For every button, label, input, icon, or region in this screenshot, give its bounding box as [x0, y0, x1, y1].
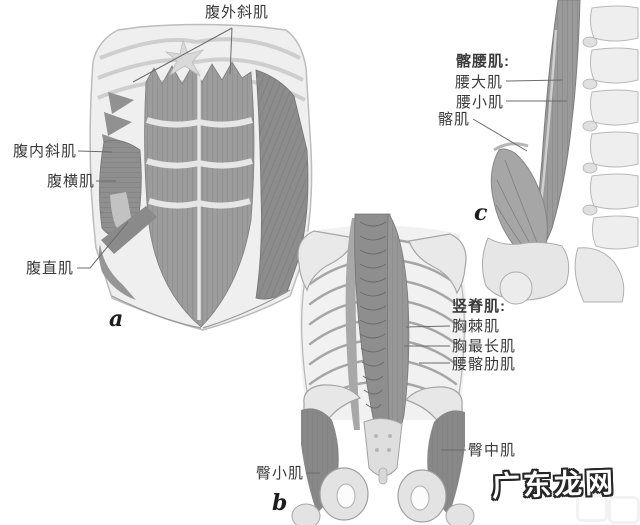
label-iliacus: 髂肌 — [438, 111, 471, 128]
faint-watermark-remnant — [576, 494, 608, 522]
label-gluteus-minimus: 臀小肌 — [256, 465, 305, 482]
faint-watermark-remnant — [608, 496, 640, 524]
label-rectus-abdominis: 腹直肌 — [26, 260, 75, 277]
label-external-oblique: 腹外斜肌 — [205, 4, 270, 21]
label-psoas-major: 腰大肌 — [455, 74, 504, 91]
label-longissimus-thoracis: 胸最长肌 — [452, 338, 517, 355]
figure-b-back-illustration — [291, 213, 475, 525]
label-psoas-minor: 腰小肌 — [456, 94, 505, 111]
figure-a-letter: a — [109, 306, 124, 332]
label-internal-oblique: 腹内斜肌 — [13, 143, 78, 160]
label-transversus-abdominis: 腹横肌 — [47, 173, 96, 190]
figure-c-letter: c — [474, 200, 488, 226]
figure-c-iliopsoas-illustration — [482, 0, 639, 305]
leader-lines — [77, 27, 567, 474]
label-spinalis-thoracis: 胸棘肌 — [452, 318, 501, 335]
figure-b-letter: b — [272, 490, 288, 516]
label-gluteus-medius: 臀中肌 — [468, 442, 517, 459]
label-erector-spinae-group-title: 竖脊肌: — [452, 298, 506, 315]
label-iliopsoas-group-title: 髂腰肌: — [456, 53, 510, 70]
site-watermark: 广东龙网 — [491, 466, 617, 503]
label-iliocostalis-lumborum: 腰髂肋肌 — [452, 356, 517, 373]
figure-a-abdomen-illustration — [89, 23, 313, 331]
